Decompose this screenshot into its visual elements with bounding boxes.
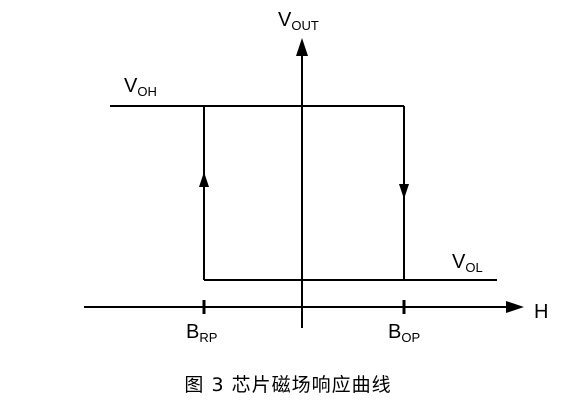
h-axis-label: H [534, 301, 548, 323]
vol-label: VOL [452, 251, 483, 275]
bop-label: BOP [388, 321, 420, 345]
h-axis-arrowhead [506, 301, 524, 313]
vout-axis-arrowhead [296, 38, 308, 56]
brp-up-arrow [199, 172, 209, 187]
voh-label: VOH [124, 75, 157, 99]
brp-label: BRP [186, 321, 217, 345]
bop-down-arrow [399, 184, 409, 199]
figure-caption: 图 3 芯片磁场响应曲线 [184, 374, 392, 396]
vout-label: VOUT [278, 9, 319, 33]
